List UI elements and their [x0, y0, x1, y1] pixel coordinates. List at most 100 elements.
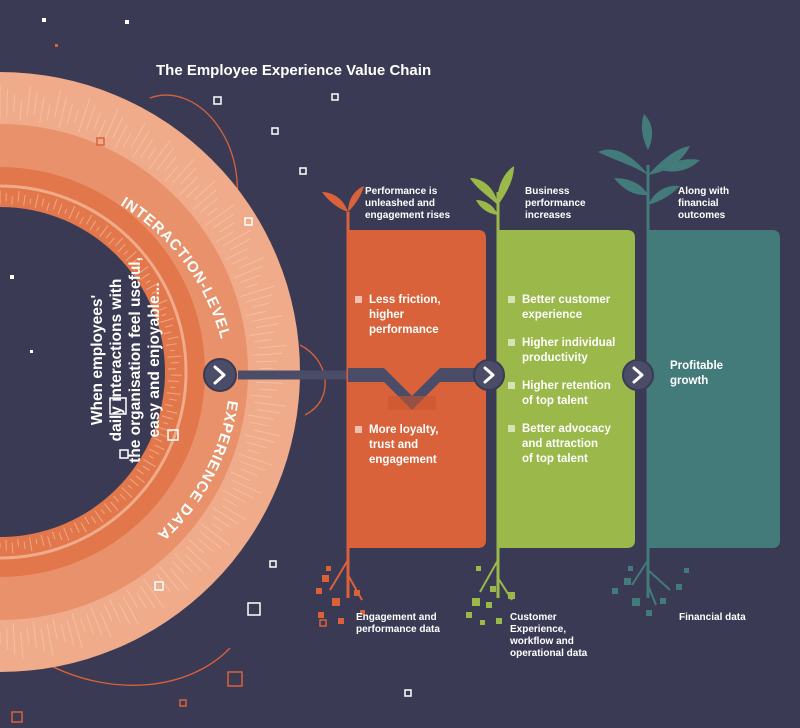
ring-tick — [99, 225, 109, 238]
ring-tick — [167, 355, 182, 358]
bullet-icon — [508, 296, 515, 303]
bullet-icon — [508, 339, 515, 346]
ring-tick — [11, 196, 13, 205]
ring-tick — [250, 421, 268, 427]
ring-tick — [143, 578, 165, 609]
ring-tick — [146, 282, 159, 291]
ring-tick — [58, 96, 68, 128]
intro-line: daily interactions with — [108, 278, 125, 442]
ring-tick — [93, 112, 101, 130]
ring-tick — [94, 510, 104, 523]
ring-tick — [126, 589, 138, 609]
ring-tick — [71, 613, 83, 649]
arrow-button-3 — [622, 359, 654, 391]
ring-tick — [40, 534, 45, 546]
core-circle — [0, 207, 165, 537]
ring-tick — [113, 495, 120, 503]
ring-tick — [60, 624, 66, 643]
ring-tick — [12, 623, 16, 655]
ring-tick — [199, 198, 218, 213]
column-2-item: Higher individual productivity — [508, 336, 615, 366]
ring-tick — [194, 180, 216, 200]
arrow-button-2 — [473, 359, 505, 391]
heading-line: increases — [525, 210, 572, 221]
ring-tick — [46, 103, 51, 121]
ring-tick — [222, 505, 248, 521]
ring-tick — [40, 628, 46, 652]
bullet-icon — [355, 426, 362, 433]
footer-line: operational data — [510, 648, 588, 659]
decorative-arc — [299, 344, 326, 416]
ring-tick — [104, 109, 119, 139]
ring-tick — [121, 487, 133, 498]
ring-tick — [26, 626, 30, 644]
ring-tick — [243, 434, 275, 443]
column-1-item: More loyalty, trust and engagement — [355, 423, 438, 468]
ring-tick — [212, 507, 239, 525]
intro-line: easy and enjoyable... — [146, 282, 163, 438]
ring-tick — [64, 208, 68, 214]
ring-tick — [198, 539, 214, 552]
item-line: of top talent — [522, 395, 588, 407]
ring-tick — [158, 426, 173, 433]
ring-tick — [188, 538, 205, 554]
ring-tick — [73, 110, 79, 124]
ring-tick — [78, 98, 91, 133]
ring-tick — [229, 238, 251, 251]
ring-tick — [230, 471, 251, 482]
ring-tick — [172, 158, 195, 184]
ring-tick — [142, 465, 150, 471]
column-2-panel — [498, 230, 635, 548]
ring-tick — [125, 251, 137, 262]
ring-tick — [222, 497, 238, 507]
ring-tick — [164, 156, 177, 172]
ring-tick — [6, 627, 8, 650]
column-3-footer: Financial data — [679, 612, 746, 624]
ring-tick — [131, 257, 139, 264]
ring-tick — [246, 294, 273, 303]
ring-tick — [249, 331, 276, 337]
intro-text: When employees' daily interactions with … — [88, 210, 164, 510]
ring-tick — [257, 409, 281, 414]
ring-tick — [225, 247, 250, 261]
column-2-item: Better customer experience — [508, 293, 610, 323]
arrow-button-1 — [203, 358, 237, 392]
item-line: productivity — [522, 352, 588, 364]
chevron-right-icon — [632, 366, 644, 384]
ring-tick — [218, 222, 235, 233]
heading-line: Performance is — [365, 186, 438, 197]
roots-2 — [466, 559, 515, 625]
ring-tick — [117, 243, 126, 253]
ring-tick — [80, 522, 87, 533]
ring-tick-marks — [0, 84, 288, 660]
ring-tick — [23, 194, 26, 206]
column-3-panel — [648, 230, 780, 548]
ring-tick — [169, 568, 189, 591]
intro-line: the organisation feel useful, — [127, 257, 144, 463]
heading-line: unleashed and — [365, 198, 436, 209]
ring-tick — [160, 317, 175, 323]
item-line: Higher individual — [522, 337, 616, 349]
ring-tick — [165, 343, 177, 346]
ring-tick — [222, 489, 246, 503]
ring-tick — [33, 91, 38, 115]
footer-line: Engagement and — [356, 612, 437, 623]
ring-tick — [140, 273, 150, 281]
ring-tick — [148, 455, 154, 459]
ring-tick — [258, 344, 287, 349]
ring-tick — [136, 592, 147, 609]
ring-tick — [57, 203, 63, 215]
ring-tick — [23, 541, 26, 550]
ring-tick — [211, 213, 235, 230]
ring-tick — [231, 479, 262, 494]
ring-tick — [73, 522, 80, 533]
item-line: of top talent — [522, 453, 588, 465]
ring-tick — [29, 198, 32, 204]
ring-tick — [63, 527, 70, 541]
ring-tick — [156, 148, 174, 171]
ring-tick — [159, 433, 168, 438]
ring-tick — [140, 139, 153, 159]
ring-tick — [232, 487, 254, 499]
ring-tick — [154, 444, 165, 451]
column-3-heading: Along with financial outcomes — [678, 186, 729, 222]
